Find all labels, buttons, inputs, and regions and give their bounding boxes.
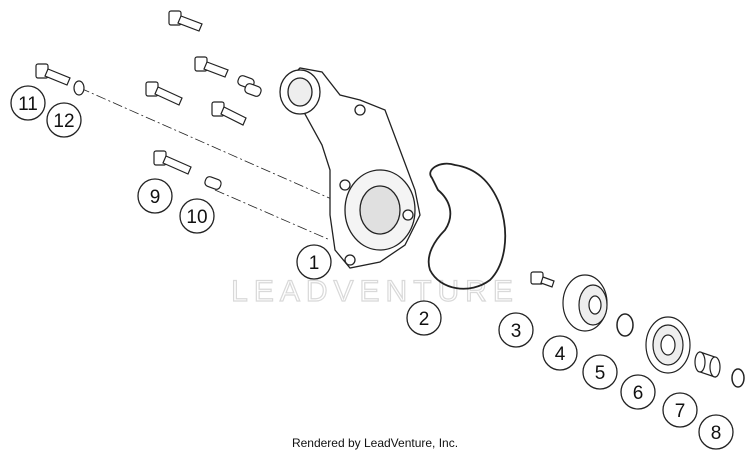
svg-text:6: 6 bbox=[633, 383, 644, 404]
svg-text:9: 9 bbox=[150, 187, 161, 208]
sleeve-10-icon bbox=[204, 176, 222, 190]
spacer-7-icon bbox=[694, 351, 721, 378]
svg-text:4: 4 bbox=[555, 344, 566, 365]
callout-4: 4 bbox=[542, 335, 578, 371]
svg-text:2: 2 bbox=[419, 309, 430, 330]
svg-text:1: 1 bbox=[309, 253, 320, 274]
callout-5: 5 bbox=[582, 354, 618, 390]
callout-10: 10 bbox=[179, 198, 215, 234]
gasket-2-icon bbox=[427, 162, 507, 290]
bolt-icon bbox=[194, 56, 229, 78]
bearing-6-icon bbox=[645, 316, 691, 374]
washer-12-icon bbox=[73, 80, 85, 96]
callout-9: 9 bbox=[137, 178, 173, 214]
callout-7: 7 bbox=[662, 392, 698, 428]
impeller-4-icon bbox=[562, 274, 608, 332]
callout-11: 11 bbox=[10, 85, 46, 121]
svg-text:5: 5 bbox=[595, 363, 606, 384]
callout-12: 12 bbox=[46, 102, 82, 138]
bolt-11-icon bbox=[35, 63, 71, 86]
callout-6: 6 bbox=[620, 374, 656, 410]
assembly-lines bbox=[79, 87, 346, 241]
bolts bbox=[35, 10, 555, 288]
callout-3: 3 bbox=[498, 312, 534, 348]
bolt-icon bbox=[145, 81, 183, 106]
assembly-line-upper bbox=[79, 87, 346, 206]
svg-text:12: 12 bbox=[53, 111, 74, 132]
bolt-icon bbox=[211, 101, 247, 126]
dowel-sleeves bbox=[204, 75, 262, 190]
bolt-3-icon bbox=[530, 271, 555, 288]
callout-1: 1 bbox=[296, 244, 332, 280]
svg-text:10: 10 bbox=[186, 207, 207, 228]
callout-8: 8 bbox=[698, 414, 734, 450]
callout-2: 2 bbox=[406, 300, 442, 336]
watermark-text: LEADVENTURE bbox=[231, 275, 519, 308]
svg-text:11: 11 bbox=[18, 94, 38, 115]
svg-text:7: 7 bbox=[675, 401, 686, 422]
bolt-icon bbox=[153, 150, 192, 175]
bolt-icon bbox=[168, 10, 203, 32]
callouts: 1 2 3 4 5 6 7 8 9 10 11 12 bbox=[10, 85, 734, 450]
o-ring-5-icon bbox=[616, 313, 634, 337]
assembly-line-lower bbox=[214, 189, 331, 241]
circlip-8-icon bbox=[731, 368, 745, 388]
svg-text:8: 8 bbox=[711, 423, 722, 444]
sleeve-icon bbox=[244, 83, 262, 97]
pump-housing-icon bbox=[279, 67, 421, 269]
footer-credit: Rendered by LeadVenture, Inc. bbox=[291, 436, 459, 450]
svg-text:3: 3 bbox=[511, 321, 522, 342]
